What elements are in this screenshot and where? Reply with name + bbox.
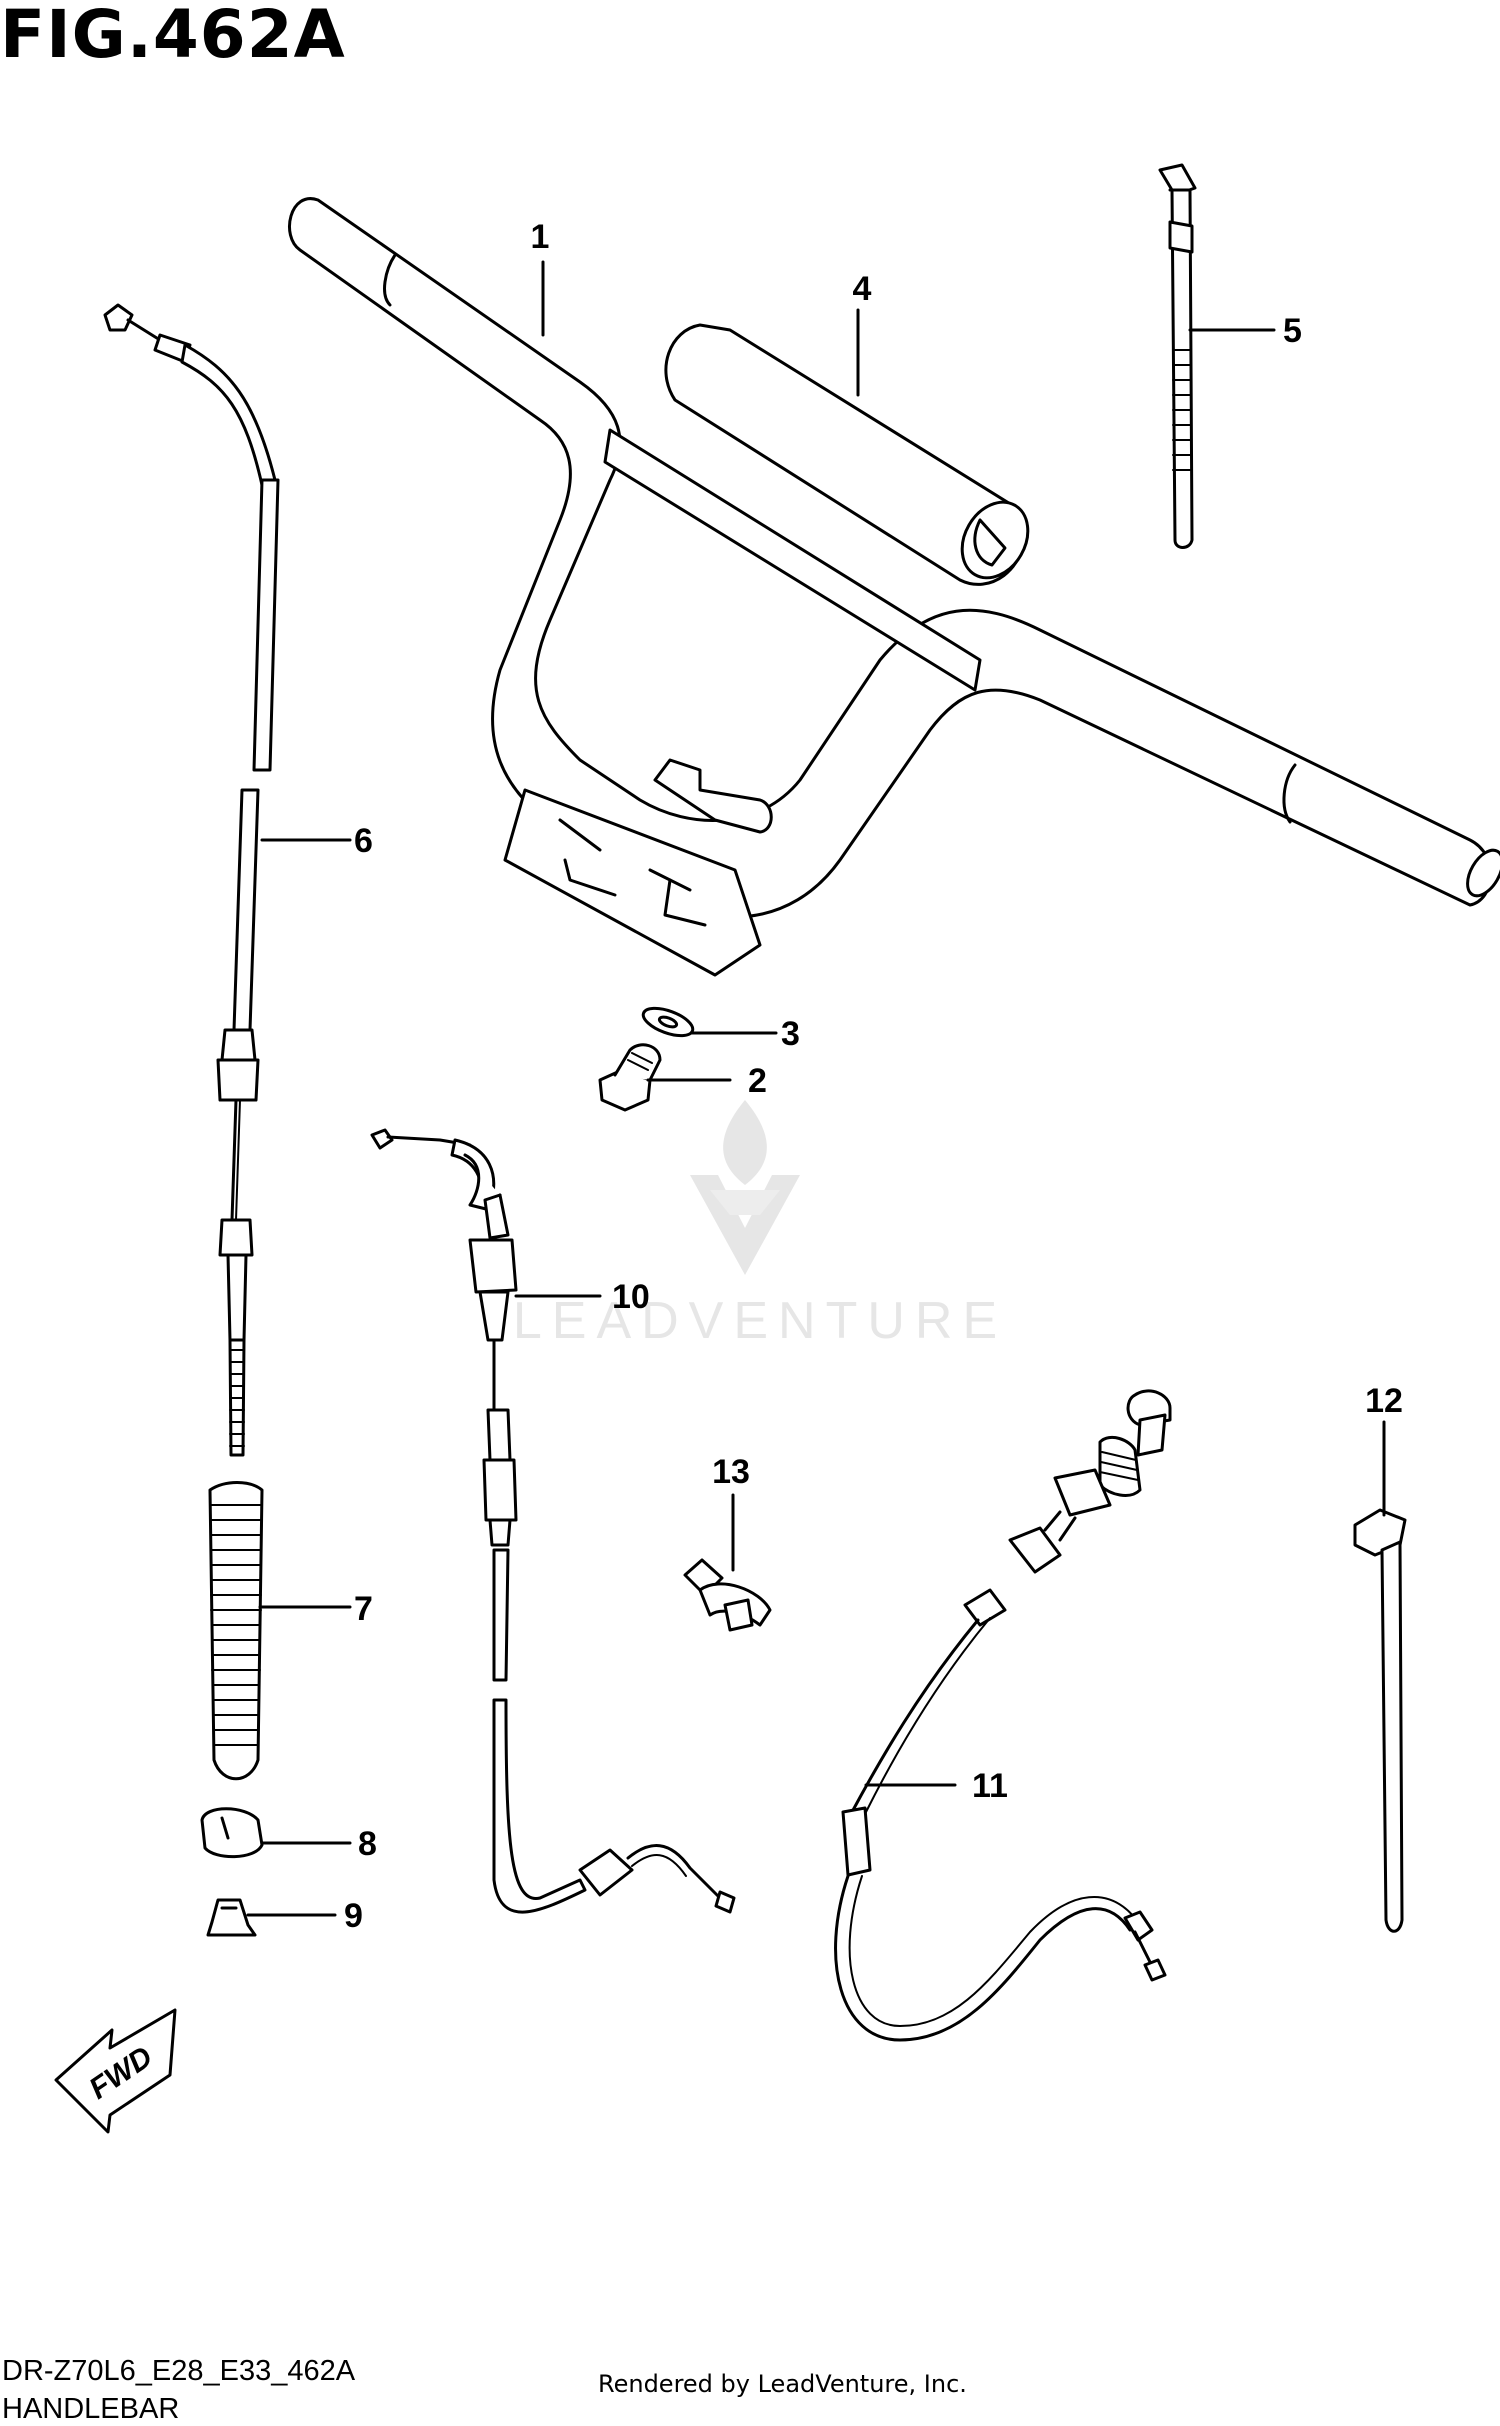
control-cable-part[interactable] bbox=[103, 303, 280, 1457]
cap-part[interactable] bbox=[200, 1807, 264, 1859]
callout-8: 8 bbox=[358, 1825, 377, 1863]
grommet-part[interactable] bbox=[206, 1898, 257, 1937]
fwd-arrow-icon: FWD bbox=[54, 2008, 177, 2134]
callout-9: 9 bbox=[344, 1897, 363, 1935]
bolt-part[interactable] bbox=[598, 1043, 662, 1112]
callout-7: 7 bbox=[354, 1590, 373, 1628]
callout-2: 2 bbox=[748, 1062, 767, 1100]
handlebar-part[interactable] bbox=[288, 197, 1500, 977]
watermark-text: LEADVENTURE bbox=[513, 1292, 1007, 1350]
callout-5: 5 bbox=[1283, 312, 1302, 350]
watermark-logo bbox=[690, 1100, 800, 1275]
cable-tie-top-part[interactable] bbox=[1158, 163, 1197, 549]
callout-12: 12 bbox=[1365, 1382, 1403, 1420]
cable-clamp-part[interactable] bbox=[683, 1558, 772, 1632]
section-name: HANDLEBAR bbox=[2, 2393, 180, 2425]
cable-tie-right-part[interactable] bbox=[1353, 1508, 1407, 1933]
callout-1: 1 bbox=[531, 218, 550, 256]
callout-13: 13 bbox=[712, 1453, 750, 1491]
washer-part[interactable] bbox=[640, 1003, 696, 1041]
callout-10: 10 bbox=[612, 1278, 650, 1316]
callout-6: 6 bbox=[354, 822, 373, 860]
leader-lines bbox=[246, 260, 1386, 1917]
cable-boot-part[interactable] bbox=[208, 1481, 264, 1781]
render-credit: Rendered by LeadVenture, Inc. bbox=[598, 2370, 967, 2398]
figure-title: FIG.462A bbox=[0, 0, 346, 73]
callout-4: 4 bbox=[853, 270, 872, 308]
diagram-code: DR-Z70L6_E28_E33_462A bbox=[2, 2355, 356, 2387]
choke-cable-part[interactable] bbox=[834, 1389, 1172, 2042]
callout-labels: 1 2 3 4 5 6 7 8 9 10 11 12 13 bbox=[344, 218, 1403, 1935]
throttle-cable-part[interactable] bbox=[370, 1128, 736, 1914]
callout-3: 3 bbox=[781, 1015, 800, 1053]
handlebar-pad-part[interactable] bbox=[664, 323, 1041, 590]
callout-11: 11 bbox=[972, 1767, 1008, 1805]
